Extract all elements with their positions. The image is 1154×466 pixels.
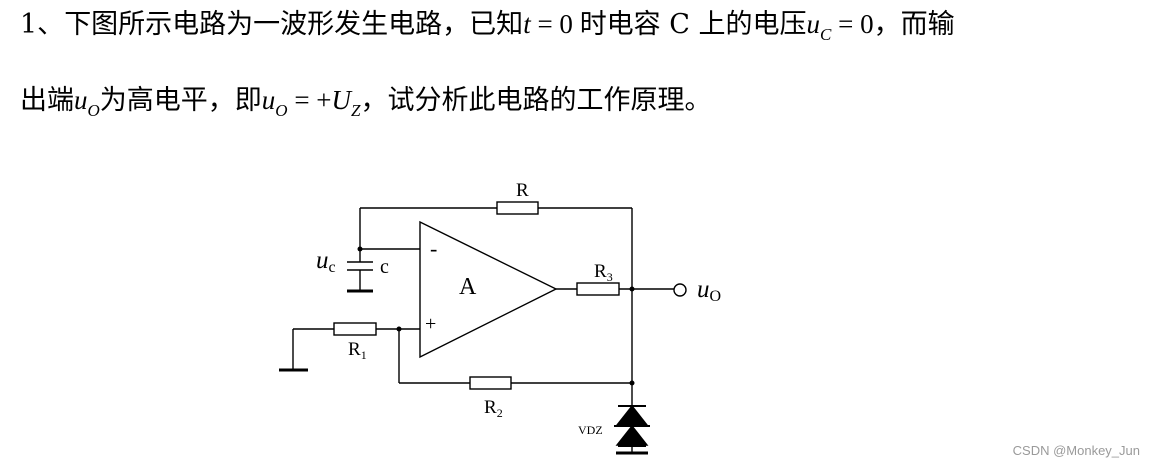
var-uz-sub: Z xyxy=(351,101,361,120)
label-opamp-a: A xyxy=(459,274,477,300)
label-r2: R2 xyxy=(484,397,503,420)
question-text-2b: 为高电平，即 xyxy=(99,85,262,116)
var-uo-sub: O xyxy=(87,101,100,120)
var-uo: u xyxy=(74,85,88,115)
label-plus: + xyxy=(425,313,436,335)
question-text-1a: 下图所示电路为一波形发生电路，已知 xyxy=(64,9,524,40)
resistor-r2 xyxy=(469,376,512,390)
question-number: 1、 xyxy=(20,9,65,40)
label-capacitor: c xyxy=(380,256,389,278)
var-uc-sub: C xyxy=(820,25,832,44)
label-r3: R3 xyxy=(594,261,613,284)
var-uo-2-sub: O xyxy=(275,101,288,120)
question-line-2: 出端uO为高电平，即uO = +UZ，试分析此电路的工作原理。 xyxy=(20,84,712,127)
opamp-triangle xyxy=(419,220,558,359)
label-output: uO xyxy=(697,276,721,305)
question-line-1: 1、下图所示电路为一波形发生电路，已知t = 0 时电容 C 上的电压uC = … xyxy=(20,8,955,51)
zener-triangle-top xyxy=(615,404,649,426)
junction-output xyxy=(629,286,635,292)
junction-r2 xyxy=(629,380,635,386)
label-r: R xyxy=(516,180,529,201)
question-text-1c: ，而输 xyxy=(873,9,955,40)
label-vdz: VDZ xyxy=(578,423,603,437)
question-text-2c: ，试分析此电路的工作原理。 xyxy=(360,85,712,116)
label-r1: R1 xyxy=(348,339,367,362)
var-uo-2: u xyxy=(261,85,276,115)
zener-triangle-bottom xyxy=(615,424,649,446)
eq-zero-2: = 0 xyxy=(831,9,874,39)
var-t: t xyxy=(523,9,531,39)
question-text-2a: 出端 xyxy=(20,85,74,116)
label-uc: uc xyxy=(316,247,336,276)
watermark: CSDN @Monkey_Jun xyxy=(1012,443,1140,458)
junction-cap xyxy=(357,246,363,252)
resistor-r xyxy=(496,201,539,215)
junction-plus xyxy=(396,326,402,332)
question-text-1b: 时电容 C 上的电压 xyxy=(579,9,807,40)
eq-plus: = + xyxy=(287,85,332,115)
var-uc: u xyxy=(806,9,821,39)
resistor-r1 xyxy=(333,322,377,336)
eq-zero-1: = 0 xyxy=(530,9,580,39)
output-terminal xyxy=(673,283,687,297)
label-minus: - xyxy=(430,236,437,261)
var-uz: U xyxy=(331,85,352,115)
resistor-r3 xyxy=(576,282,620,296)
